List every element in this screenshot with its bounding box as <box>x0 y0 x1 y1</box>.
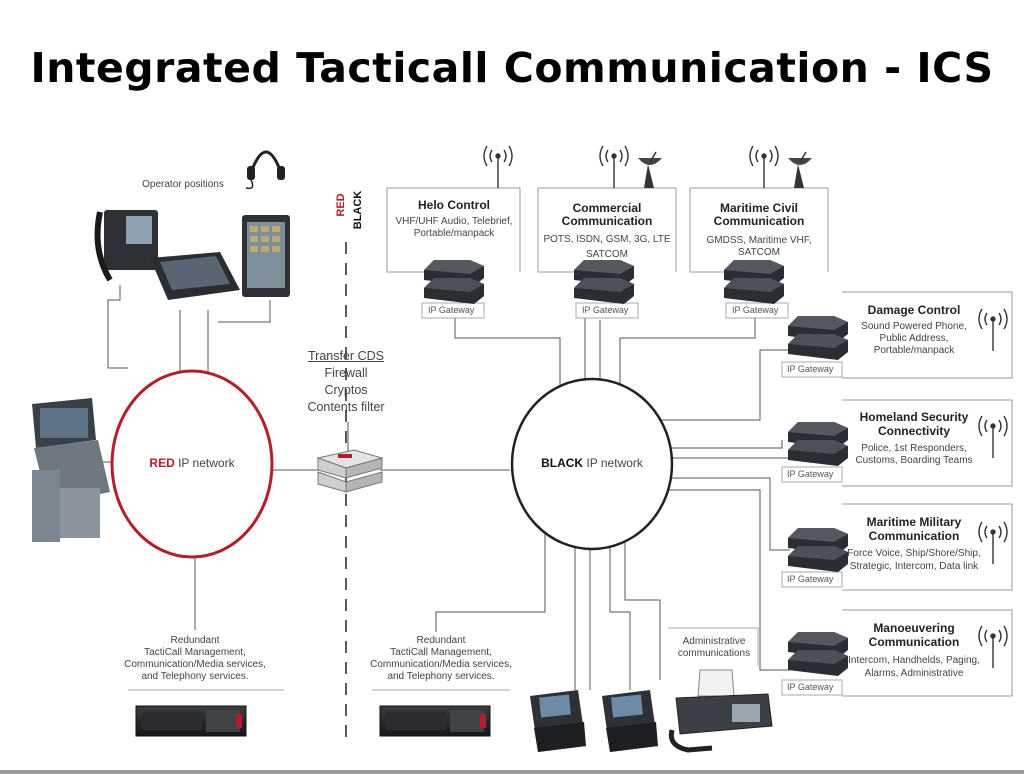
contents-filter-label: Contents filter <box>307 400 385 414</box>
helo-control-title: Helo Control <box>418 198 490 212</box>
maritime-civil-desc1: GMDSS, Maritime VHF, <box>706 235 812 246</box>
maritime-military-title2: Communication <box>868 529 960 543</box>
homeland-title1: Homeland Security <box>859 410 969 424</box>
admin-comm-line1: Administrative <box>682 636 746 647</box>
damage-control-desc3: Portable/manpack <box>873 345 955 356</box>
maritime-civil-gateway-label: IP Gateway <box>732 305 779 315</box>
cds-label-group: Transfer CDS Firewall Cryptos Contents f… <box>294 348 398 416</box>
homeland-gateway-label: IP Gateway <box>787 469 834 479</box>
homeland-desc2: Customs, Boarding Teams <box>855 455 973 466</box>
homeland-title2: Connectivity <box>877 424 950 438</box>
commercial-desc2: SATCOM <box>585 249 629 260</box>
homeland-desc1: Police, 1st Responders, <box>861 443 967 454</box>
black-network-rest: IP network <box>583 456 643 470</box>
damage-control-title: Damage Control <box>867 303 961 317</box>
damage-control-gateway-label: IP Gateway <box>787 364 834 374</box>
helo-control-desc2: Portable/manpack <box>413 228 495 239</box>
commercial-title2: Communication <box>561 214 653 228</box>
manoeuvering-title1: Manoeuvering <box>873 621 955 635</box>
operator-positions-label: Operator positions <box>142 179 224 190</box>
maritime-military-gateway-label: IP Gateway <box>787 574 834 584</box>
red-network-label: RED IP network <box>130 456 254 470</box>
maritime-civil-title1: Maritime Civil <box>719 201 799 215</box>
manoeuvering-desc2: Alarms, Administrative <box>864 668 964 679</box>
redundant-mid-line2: TactiCall Management, <box>390 647 492 658</box>
redundant-left-line1: Redundant <box>170 635 220 646</box>
black-network-label: BLACK IP network <box>522 456 662 470</box>
redundant-mid-line3: Communication/Media services, <box>370 659 512 670</box>
damage-control-desc1: Sound Powered Phone, <box>861 321 967 332</box>
red-network-bold: RED <box>149 456 175 470</box>
admin-comm-line2: communications <box>677 648 751 659</box>
helo-control-gateway-label: IP Gateway <box>428 305 475 315</box>
firewall-label: Firewall <box>324 366 368 380</box>
redundant-left-line3: Communication/Media services, <box>124 659 266 670</box>
helo-control-desc1: VHF/UHF Audio, Telebrief, <box>395 216 513 227</box>
redundant-mid-line4: and Telephony services. <box>387 671 495 682</box>
red-network-rest: IP network <box>174 456 235 470</box>
cryptos-label: Cryptos <box>324 383 368 397</box>
damage-control-desc2: Public Address, <box>879 333 949 344</box>
page-title: Integrated Tacticall Communication - ICS <box>30 44 994 92</box>
manoeuvering-gateway-label: IP Gateway <box>787 682 834 692</box>
black-side-label: BLACK <box>352 190 364 230</box>
commercial-desc1: POTS, ISDN, GSM, 3G, LTE <box>543 234 671 245</box>
redundant-mid-line1: Redundant <box>416 635 466 646</box>
red-side-label: RED <box>335 193 347 217</box>
maritime-military-desc1: Force Voice, Ship/Shore/Ship, <box>847 548 981 559</box>
maritime-civil-title2: Communication <box>713 214 805 228</box>
maritime-military-title1: Maritime Military <box>866 515 962 529</box>
commercial-gateway-label: IP Gateway <box>582 305 629 315</box>
black-network-bold: BLACK <box>541 456 584 470</box>
maritime-civil-desc2: SATCOM <box>737 247 781 258</box>
transfer-cds-label: Transfer CDS <box>308 349 384 363</box>
redundant-left-line2: TactiCall Management, <box>144 647 246 658</box>
manoeuvering-title2: Communication <box>868 635 960 649</box>
manoeuvering-desc1: Intercom, Handhelds, Paging, <box>848 655 980 666</box>
commercial-title1: Commercial <box>572 201 642 215</box>
maritime-military-desc2: Strategic, Intercom, Data link <box>849 561 979 572</box>
bottom-border <box>0 770 1024 774</box>
redundant-left-line4: and Telephony services. <box>141 671 249 682</box>
